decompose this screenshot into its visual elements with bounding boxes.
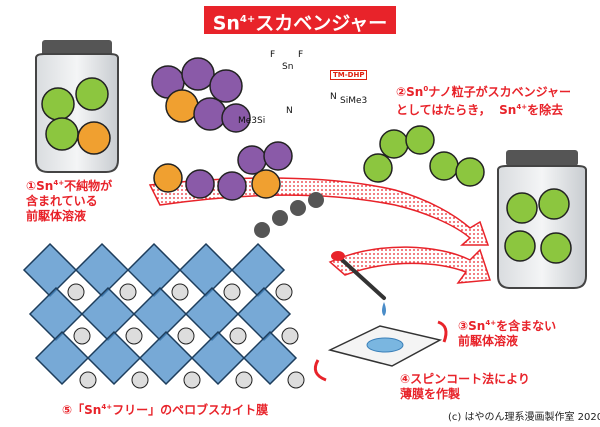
- octahedron: [86, 330, 142, 386]
- a-site-cation: [275, 283, 293, 301]
- step3-label: ③Sn4+を含まない 前駆体溶液: [458, 319, 557, 348]
- green-particles: [363, 125, 485, 187]
- octahedron: [74, 242, 130, 298]
- a-site-cation: [119, 283, 137, 301]
- chem-n2: N: [330, 92, 337, 102]
- chem-sn: Sn: [282, 62, 294, 72]
- chem-f2: F: [298, 50, 304, 60]
- step2-label: ②Sn0ナノ粒子がスカベンジャー としてはたらき， Sn4+を除去: [396, 85, 572, 117]
- a-site-cation: [183, 371, 201, 389]
- purple-cluster-mid: [153, 141, 293, 201]
- credit: (c) はやのん理系漫画製作室 2020: [448, 412, 600, 423]
- a-site-cation: [281, 327, 299, 345]
- a-site-cation: [287, 371, 305, 389]
- chem-n1: N: [286, 106, 293, 116]
- octahedron: [126, 242, 182, 298]
- a-site-cation: [177, 327, 195, 345]
- a-site-cation: [223, 283, 241, 301]
- flow-arrow-2: [328, 246, 492, 284]
- step5-label: ⑤「Sn4+フリー」のペロブスカイト膜: [62, 403, 269, 417]
- chem-tm-dhp: TM-DHP: [330, 70, 368, 80]
- a-site-cation: [235, 371, 253, 389]
- a-site-cation: [79, 371, 97, 389]
- step4-label: ④スピンコート法により 薄膜を作製: [400, 372, 530, 401]
- perovskite-lattice: [22, 242, 305, 389]
- substrate: [313, 320, 448, 382]
- purple-cluster-top: [151, 57, 251, 133]
- octahedron: [34, 330, 90, 386]
- a-site-cation: [171, 283, 189, 301]
- a-site-cation: [131, 371, 149, 389]
- chem-f1: F: [270, 50, 276, 60]
- octahedron: [138, 330, 194, 386]
- a-site-cation: [67, 283, 85, 301]
- octahedron: [178, 242, 234, 298]
- jar-pure: [497, 150, 587, 289]
- jar-impure: [35, 40, 119, 173]
- step1-label: ①Sn4+不純物が 含まれている 前駆体溶液: [26, 179, 113, 223]
- a-site-cation: [125, 327, 143, 345]
- a-site-cation: [73, 327, 91, 345]
- octahedron: [22, 242, 78, 298]
- octahedron: [242, 330, 298, 386]
- octahedron: [190, 330, 246, 386]
- a-site-cation: [229, 327, 247, 345]
- page-title: Sn4+スカベンジャー法: [204, 6, 396, 62]
- pipette: [331, 251, 386, 316]
- chem-right-si: SiMe3: [340, 96, 368, 106]
- sn-chain: [254, 192, 324, 238]
- octahedron: [230, 242, 286, 298]
- chem-left-si: Me3Si: [238, 116, 266, 126]
